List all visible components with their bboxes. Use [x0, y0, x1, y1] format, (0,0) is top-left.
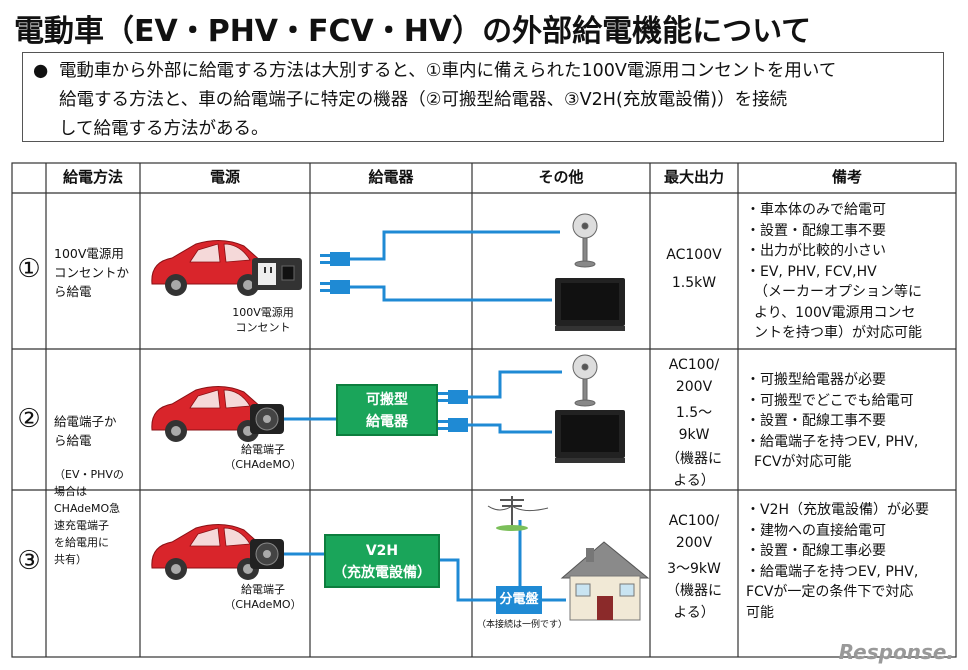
- header-max-output: 最大出力: [663, 168, 724, 186]
- plug-icon-2a: [438, 390, 468, 404]
- row-1-number: ①: [17, 254, 41, 284]
- car-icon-1: [151, 240, 273, 296]
- row-3-remarks: ・V2H（充放電設備）が必要 ・建物への直接給電可 ・設置・配線工事必要 ・給電…: [746, 502, 930, 621]
- wires-row-2: [284, 370, 562, 434]
- car-icon-2: [151, 386, 273, 442]
- header-method: 給電方法: [62, 168, 123, 186]
- page-title: 電動車（EV・PHV・FCV・HV）の外部給電機能について: [14, 14, 812, 49]
- tv-icon-1: [555, 278, 625, 331]
- header-remarks: 備考: [831, 168, 862, 186]
- house-icon: [560, 541, 650, 621]
- header-other: その他: [538, 168, 584, 186]
- wires-row-1: [350, 230, 560, 302]
- header-source: 電源: [209, 168, 240, 186]
- intro-line-1: 電動車から外部に給電する方法は大別すると、①車内に備えられた100V電源用コンセ…: [59, 61, 837, 81]
- wires-row-3: [284, 520, 566, 602]
- plug-icon-1a: [320, 252, 350, 266]
- row-1-power: AC100V 1.5kW: [666, 247, 722, 291]
- utility-pole-icon: [487, 496, 549, 528]
- header-device: 給電器: [368, 168, 414, 186]
- fan-icon-2: [572, 354, 598, 407]
- intro-line-2: 給電する方法と、車の給電端子に特定の機器（②可搬型給電器、③V2H(充放電設備)…: [59, 90, 788, 110]
- tv-icon-2: [555, 410, 625, 463]
- outlet-icon: [252, 258, 302, 290]
- intro-line-3: して給電する方法がある。: [59, 119, 269, 139]
- row-1-method: 100V電源用 コンセントか ら給電: [54, 246, 130, 299]
- plug-icon-2b: [438, 418, 468, 432]
- fan-icon-1: [572, 213, 598, 268]
- row-3-power: AC100/ 200V 3〜9kW （機器に よる）: [666, 513, 722, 621]
- v2h-box: V2H （充放電設備）: [324, 534, 440, 588]
- panel-note: （本接続は一例です）: [476, 620, 567, 630]
- table-grid: [11, 162, 957, 658]
- connector-icon-3: [250, 539, 284, 569]
- connector-icon-2: [250, 404, 284, 434]
- distribution-board-box: 分電盤: [496, 586, 542, 614]
- row-3-source-label: 給電端子 （CHAdeMO）: [224, 583, 302, 611]
- row-2-remarks: ・可搬型給電器が必要 ・可搬型でどこでも給電可 ・設置・配線工事不要 ・給電端子…: [746, 372, 919, 470]
- row-2-method: 給電端子か ら給電: [54, 414, 117, 448]
- row-2-method-note: （EV・PHVの 場合は CHAdeMO急 速充電端子 を給電用に 共有）: [54, 468, 124, 566]
- row-2-number: ②: [17, 404, 41, 434]
- response-logo: Response.: [838, 640, 954, 664]
- car-icon-3: [151, 524, 273, 580]
- portable-charger-box: 可搬型 給電器: [336, 384, 438, 436]
- row-1-source-label: 100V電源用 コンセント: [232, 306, 294, 334]
- bullet: ●: [33, 61, 49, 81]
- row-2-source-label: 給電端子 （CHAdeMO）: [224, 443, 302, 471]
- row-2-power: AC100/ 200V 1.5〜 9kW （機器に よる）: [666, 357, 722, 489]
- row-3-number: ③: [17, 546, 41, 576]
- row-1-remarks: ・車本体のみで給電可 ・設置・配線工事不要 ・出力が比較的小さい ・EV, PH…: [746, 202, 922, 341]
- grass-icon: [496, 525, 528, 531]
- intro-box: ● 電動車から外部に給電する方法は大別すると、①車内に備えられた100V電源用コ…: [22, 52, 944, 142]
- plug-icon-1b: [320, 280, 350, 294]
